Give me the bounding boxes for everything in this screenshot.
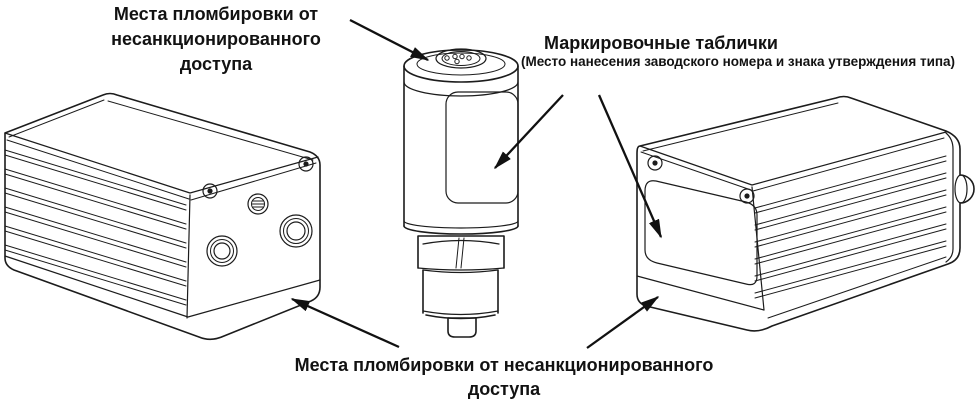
left-enclosure-top-edges [4,132,319,319]
transducer-connector [435,48,487,69]
seal-label-bottom: Места пломбировки от несанкционированног… [283,353,725,401]
right-enclosure-top-edges [639,131,947,311]
marking-label-subtitle: (Место нанесения заводского номера и зна… [520,54,956,69]
right-enclosure-screw [647,155,663,171]
left-enclosure-screw [298,156,314,172]
left-enclosure-port [279,214,313,248]
seal-label-top-line2: несанкционированного [111,29,321,49]
seal-label-top-line1: Места пломбировки от [113,4,319,24]
right-enclosure-chamfer-lines [640,102,945,192]
right-enclosure-lip-seam [636,275,765,311]
arrow-marking-to-transducer-label [493,94,564,170]
right-enclosure-outline [636,95,975,332]
annotation-arrows [290,18,663,349]
right-enclosure-label-plate [644,180,758,286]
transducer-body-bottom [403,220,519,229]
right-enclosure-rear-cap [945,132,954,263]
transducer-fitting [422,269,499,320]
left-enclosure-fins [4,149,187,306]
transducer-hex-nut [417,235,505,271]
left-enclosure-screw [202,183,218,199]
seal-label-bottom-line1: Места пломбировки от несанкционированног… [294,355,714,375]
right-enclosure-drawing [636,95,975,332]
seal-label-top: Места пломбировки от несанкционированног… [85,2,347,77]
transducer-cap-seam [403,81,519,97]
left-enclosure-chamfer-lines [6,99,317,201]
left-enclosure-din-connector [247,193,269,215]
left-enclosure-lip-seam [4,255,321,318]
right-enclosure-screw [739,188,755,204]
transducer-label-plate [445,91,519,204]
arrow-seal-left-enclosure [290,297,400,349]
left-enclosure-port [206,235,238,267]
arrow-seal-right-enclosure [586,296,660,349]
right-enclosure-bottom-seam [767,256,947,319]
seal-label-bottom-line2: доступа [467,379,541,399]
right-enclosure-fins [754,155,947,299]
transducer-drawing [403,48,519,338]
arrow-marking-to-enclosure-label [597,94,663,239]
transducer-body-sides [403,65,519,227]
right-enclosure-side-connector [954,174,968,204]
left-enclosure-outline [4,92,321,341]
seal-label-top-line3: доступа [179,54,253,74]
left-enclosure-drawing [4,92,321,341]
transducer-tip [447,317,477,338]
marking-label-title: Маркировочные таблички [544,33,778,53]
arrow-seal-transducer-top [349,18,430,62]
